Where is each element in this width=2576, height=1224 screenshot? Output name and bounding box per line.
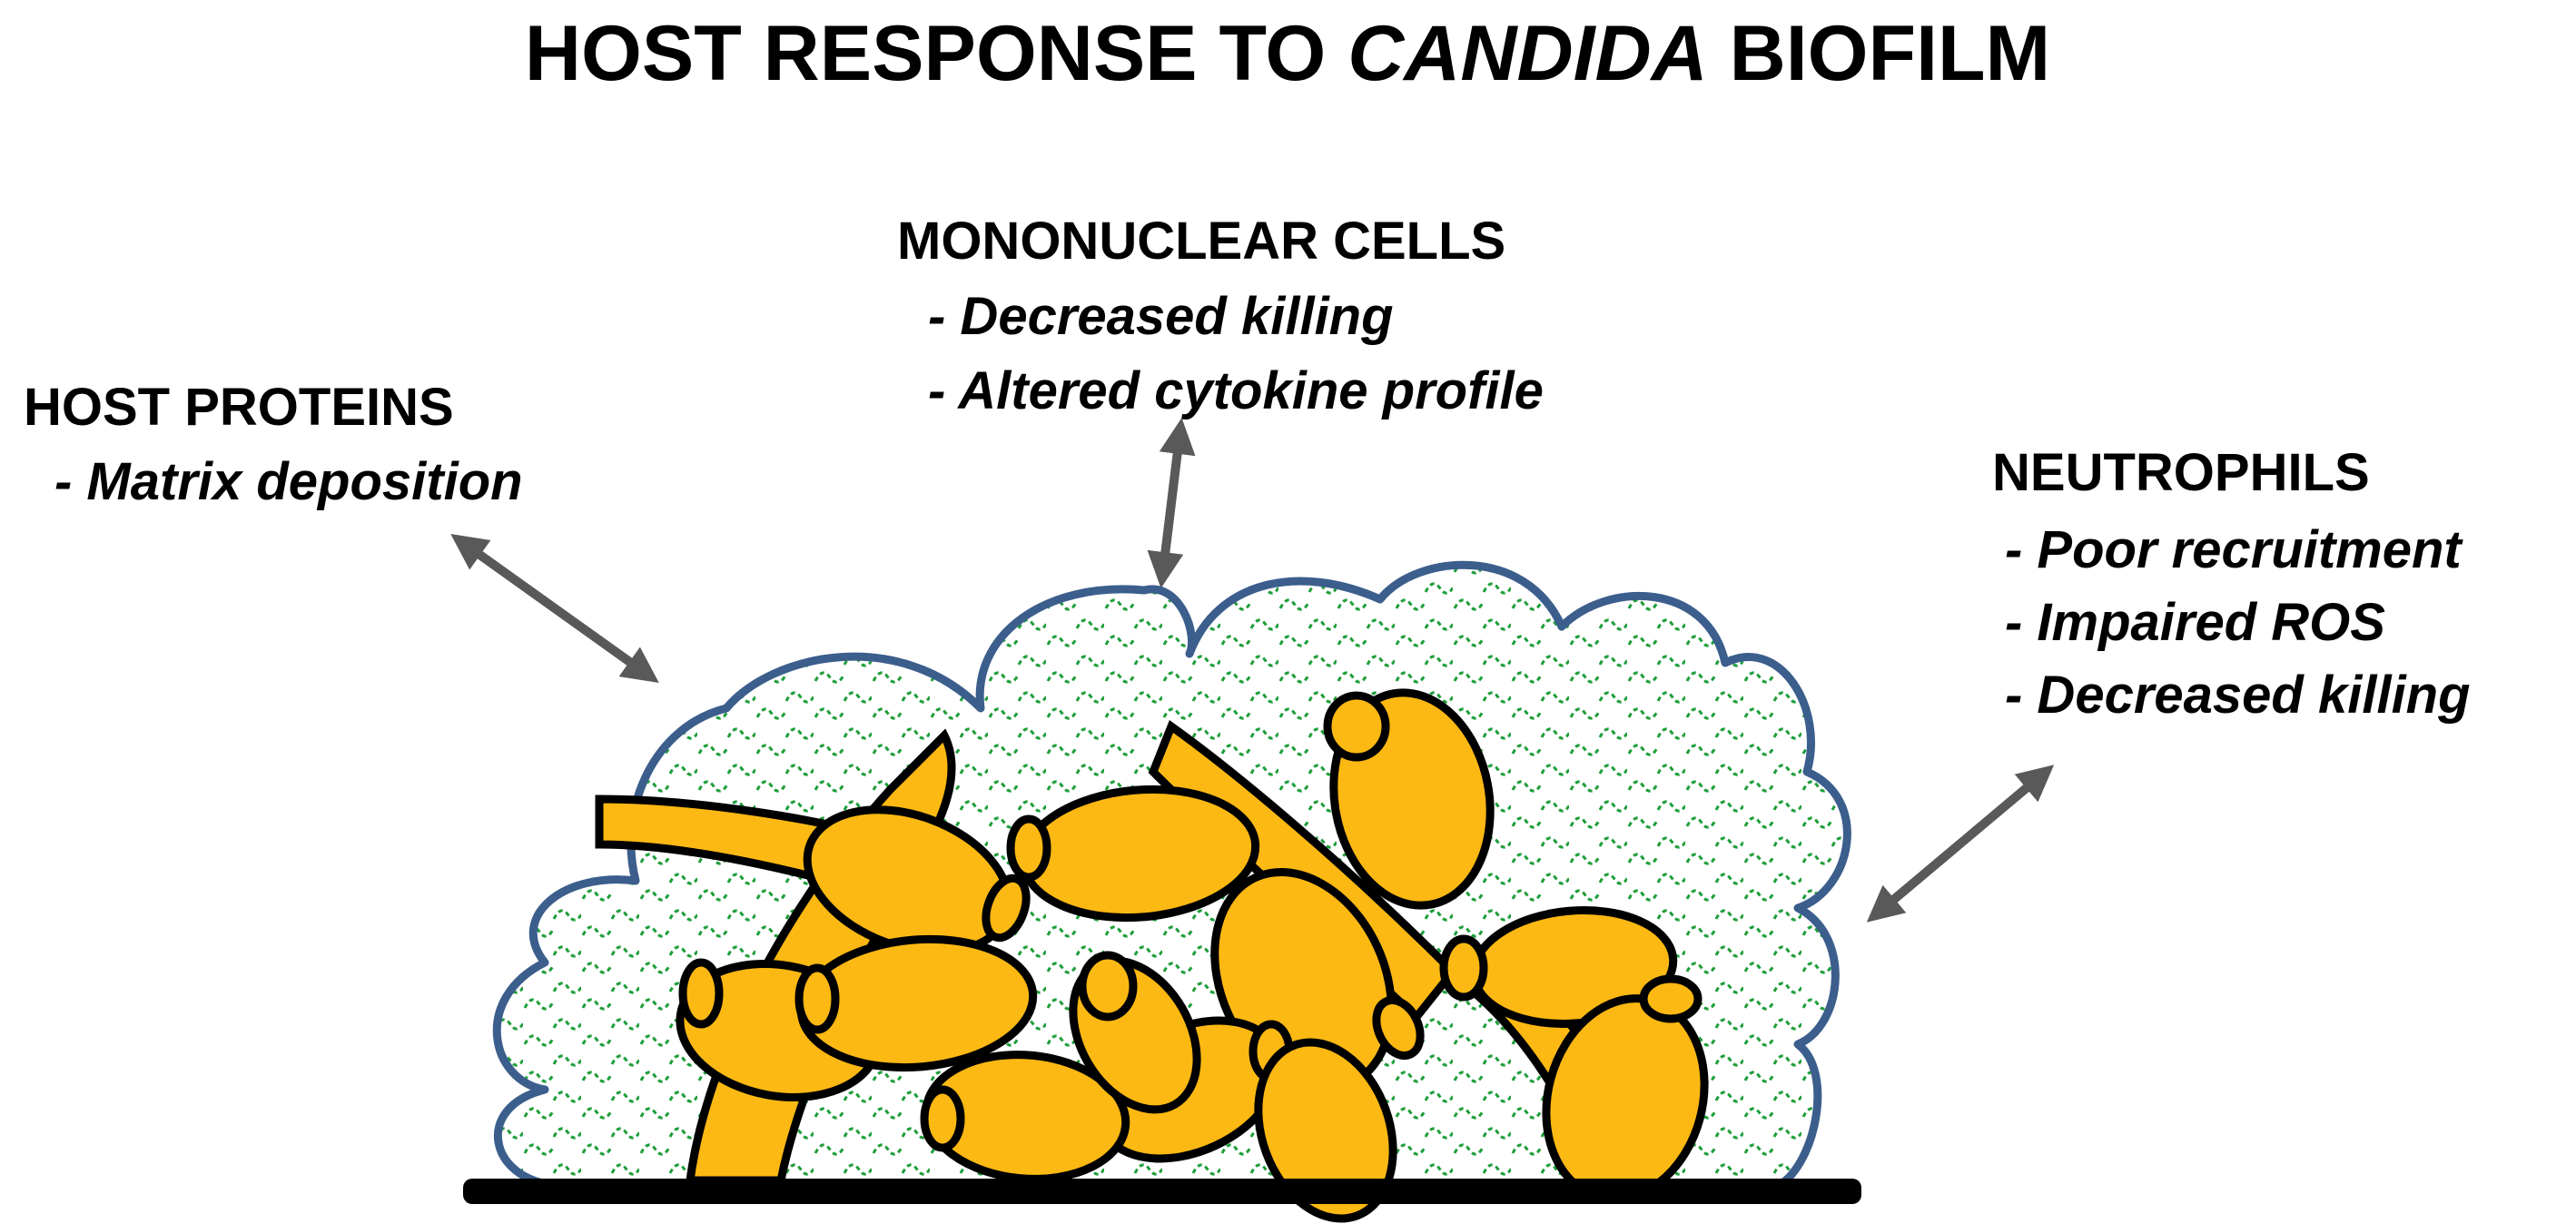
neutrophils-heading: NEUTROPHILS (1992, 443, 2370, 502)
mononuclear-heading: MONONUCLEAR CELLS (897, 212, 1505, 271)
cell-8-cap (795, 963, 840, 1034)
cell-6-cap (1639, 974, 1703, 1023)
candida-cells (595, 688, 1709, 1223)
host-proteins-item-1: - Matrix deposition (54, 452, 523, 511)
group-mononuclear-cells: MONONUCLEAR CELLS - Decreased killing - … (897, 212, 1544, 420)
arrow-mononuclear (1147, 418, 1196, 588)
neutrophils-item-2: - Impaired ROS (2005, 593, 2385, 652)
arrow-host-proteins (450, 534, 659, 683)
mononuclear-item-2: - Altered cytokine profile (928, 361, 1544, 420)
group-neutrophils: NEUTROPHILS - Poor recruitment - Impaire… (1992, 443, 2471, 725)
title-suffix: BIOFILM (1708, 10, 2050, 97)
cell-2-cap (1006, 814, 1051, 882)
neutrophils-item-3: - Decreased killing (2005, 666, 2471, 725)
title-prefix: HOST RESPONSE TO (525, 10, 1347, 97)
substrate-surface (463, 1179, 1861, 1204)
cell-5-cap (1439, 934, 1488, 1002)
arrow-neutrophils (1866, 765, 2055, 923)
page-title: HOST RESPONSE TO CANDIDA BIOFILM (525, 10, 2050, 97)
cell-10-cap (920, 1085, 965, 1152)
cell-3-cap (1323, 691, 1390, 762)
cell-11 (1254, 1038, 1397, 1223)
cell-4-cap (1372, 996, 1425, 1060)
group-host-proteins: HOST PROTEINS - Matrix deposition (24, 378, 523, 511)
mononuclear-item-1: - Decreased killing (928, 287, 1394, 346)
cell-7-cap (678, 958, 724, 1029)
cell-1-cap (982, 874, 1031, 943)
cell-12-cap (1078, 951, 1138, 1022)
neutrophils-item-1: - Poor recruitment (2005, 520, 2463, 579)
host-proteins-heading: HOST PROTEINS (24, 378, 454, 437)
title-italic: CANDIDA (1347, 10, 1708, 97)
